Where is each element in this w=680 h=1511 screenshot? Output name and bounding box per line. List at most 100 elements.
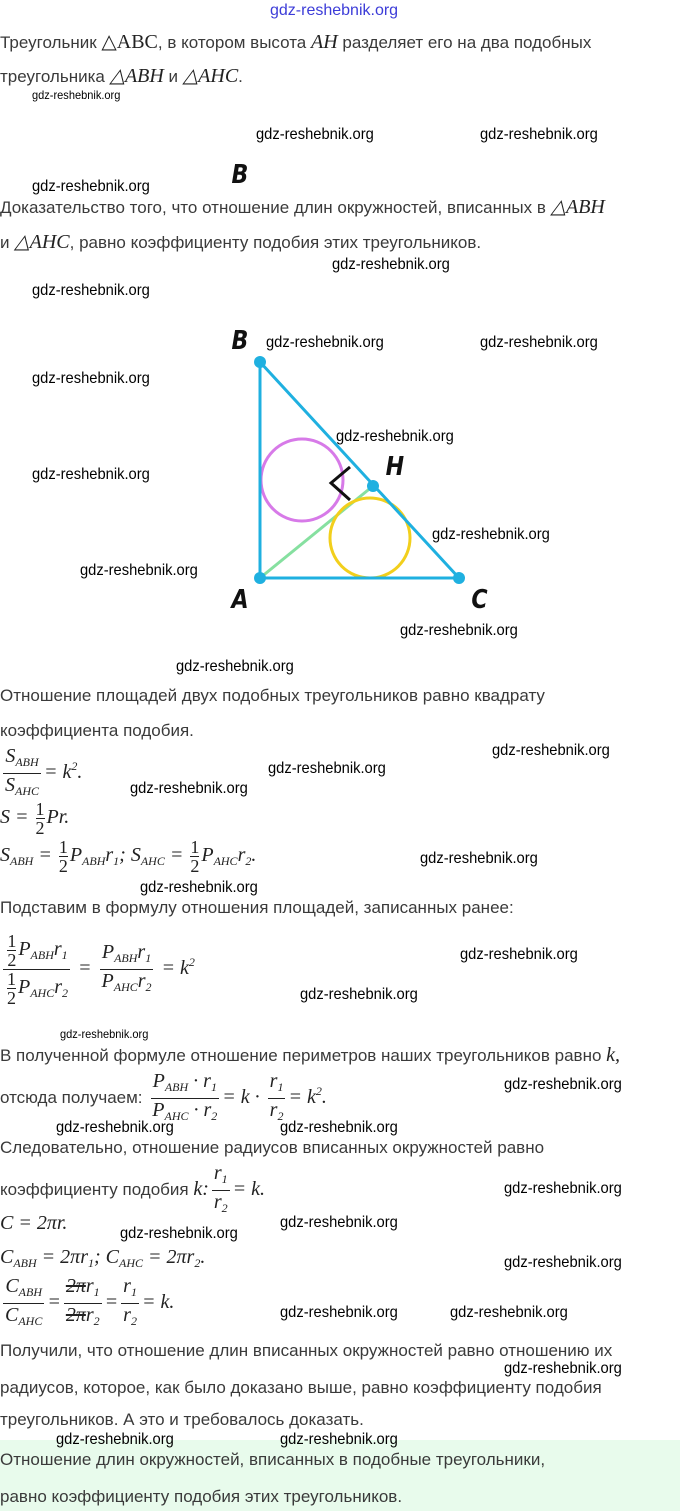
t: 2 bbox=[245, 854, 252, 869]
t: 1 bbox=[87, 1256, 94, 1270]
watermark: gdz-reshebnik.org bbox=[450, 1304, 568, 1321]
t: ABH bbox=[164, 1080, 189, 1094]
t: C bbox=[105, 1246, 119, 1268]
answer-line-1: Отношение длин окружностей, вписанных в … bbox=[0, 1450, 546, 1469]
t: 2 bbox=[188, 955, 195, 970]
formula-circumferences: CABH = 2πr1; CAHC = 2πr2. bbox=[0, 1246, 205, 1271]
text: разделяет его на два подобных bbox=[337, 33, 592, 52]
site-link[interactable]: gdz-reshebnik.org bbox=[270, 2, 399, 19]
watermark: gdz-reshebnik.org bbox=[56, 1431, 174, 1448]
t: = 2πr bbox=[143, 1246, 195, 1268]
t: 1 bbox=[130, 1285, 137, 1299]
t: = bbox=[161, 957, 176, 980]
t: S bbox=[5, 745, 16, 767]
watermark: gdz-reshebnik.org bbox=[332, 256, 450, 273]
t: ABH bbox=[15, 755, 39, 769]
t: ; bbox=[93, 1246, 106, 1268]
point-h bbox=[367, 480, 379, 492]
watermark: gdz-reshebnik.org bbox=[32, 282, 150, 299]
text: . bbox=[238, 67, 243, 86]
t: r bbox=[269, 1099, 278, 1121]
t: 2 bbox=[130, 1314, 137, 1328]
t: 1 bbox=[7, 969, 16, 989]
t: r bbox=[54, 976, 63, 999]
watermark: gdz-reshebnik.org bbox=[280, 1119, 398, 1136]
triangle-abc bbox=[258, 358, 463, 580]
label-c: C bbox=[471, 585, 488, 615]
given-line-2: треугольника △ABH и △AHC. bbox=[0, 66, 243, 87]
t: 1 bbox=[145, 951, 152, 965]
t: 1 bbox=[7, 931, 17, 951]
t: 1 bbox=[113, 854, 120, 869]
watermark: gdz-reshebnik.org bbox=[400, 622, 518, 639]
t: P bbox=[18, 938, 31, 961]
t: ABH bbox=[82, 854, 106, 869]
t: = k. bbox=[232, 1178, 266, 1201]
area-text-2: коэффициента подобия. bbox=[0, 721, 194, 740]
t: 2 bbox=[71, 759, 78, 774]
incircle-abh bbox=[259, 437, 345, 523]
t: AHC bbox=[30, 986, 55, 1001]
label-b: B bbox=[231, 326, 249, 356]
watermark: gdz-reshebnik.org bbox=[492, 742, 610, 759]
t: 2 bbox=[7, 950, 17, 970]
t: AHC bbox=[140, 854, 165, 869]
t: r bbox=[105, 844, 114, 867]
t: = bbox=[47, 1291, 61, 1314]
given-line-1: Треугольник △ABC, в котором высота AH ра… bbox=[0, 32, 591, 53]
watermark: gdz-reshebnik.org bbox=[420, 850, 538, 867]
t: 2 bbox=[194, 1256, 201, 1270]
t: k, bbox=[606, 1044, 621, 1066]
watermark: gdz-reshebnik.org bbox=[256, 126, 374, 143]
t: r bbox=[137, 970, 146, 992]
math-triangle-abh: △ABH bbox=[109, 65, 164, 87]
text: Доказательство того, что отношение длин … bbox=[0, 198, 551, 217]
watermark: gdz-reshebnik.org bbox=[266, 334, 384, 351]
t: 1 bbox=[210, 1080, 217, 1094]
prove-line-2: и △AHC, равно коэффициенту подобия этих … bbox=[0, 232, 481, 253]
watermark: gdz-reshebnik.org bbox=[280, 1304, 398, 1321]
substitute-text: Подставим в формулу отношения площадей, … bbox=[0, 898, 514, 917]
t: 2 bbox=[221, 1201, 228, 1215]
t: 2 bbox=[7, 988, 16, 1008]
t: · r bbox=[188, 1070, 211, 1092]
t: Pr. bbox=[46, 806, 70, 829]
t: 1 bbox=[93, 1285, 100, 1299]
t: r bbox=[53, 938, 62, 961]
text: , равно коэффициенту подобия этих треуго… bbox=[69, 233, 482, 252]
point-c bbox=[453, 572, 465, 584]
t: r bbox=[85, 1275, 94, 1297]
watermark: gdz-reshebnik.org bbox=[504, 1076, 622, 1093]
point-b bbox=[254, 356, 266, 368]
perimeter-text: В полученной формуле отношение периметро… bbox=[0, 1045, 620, 1066]
watermark: gdz-reshebnik.org bbox=[56, 1119, 174, 1136]
label-a: A bbox=[231, 585, 249, 615]
t: 2 bbox=[315, 1084, 322, 1099]
t: S = bbox=[0, 806, 34, 829]
t: 2 bbox=[62, 986, 69, 1001]
t: 1 bbox=[277, 1080, 284, 1094]
t: P bbox=[101, 941, 115, 963]
t: 2π bbox=[65, 1275, 86, 1297]
t: P bbox=[152, 1099, 165, 1121]
t: ABH bbox=[18, 1285, 42, 1299]
watermark: gdz-reshebnik.org bbox=[300, 986, 418, 1003]
t: = k bbox=[44, 761, 72, 784]
t: . bbox=[77, 761, 83, 784]
conclusion-2: радиусов, которое, как было доказано выш… bbox=[0, 1378, 602, 1397]
t: 2π bbox=[65, 1304, 86, 1326]
watermark: gdz-reshebnik.org bbox=[60, 1027, 149, 1041]
watermark: gdz-reshebnik.org bbox=[268, 760, 386, 777]
t: 2 bbox=[277, 1109, 284, 1123]
conclusion-3: треугольников. А это и требовалось доказ… bbox=[0, 1410, 364, 1429]
watermark: gdz-reshebnik.org bbox=[140, 879, 258, 896]
math-triangle-abh: △ABH bbox=[550, 196, 605, 218]
t: отсюда получаем: bbox=[0, 1088, 148, 1108]
watermark: gdz-reshebnik.org bbox=[480, 126, 598, 143]
watermark: gdz-reshebnik.org bbox=[32, 88, 121, 102]
t: . bbox=[200, 1246, 206, 1268]
math-ah: AH bbox=[310, 31, 338, 53]
